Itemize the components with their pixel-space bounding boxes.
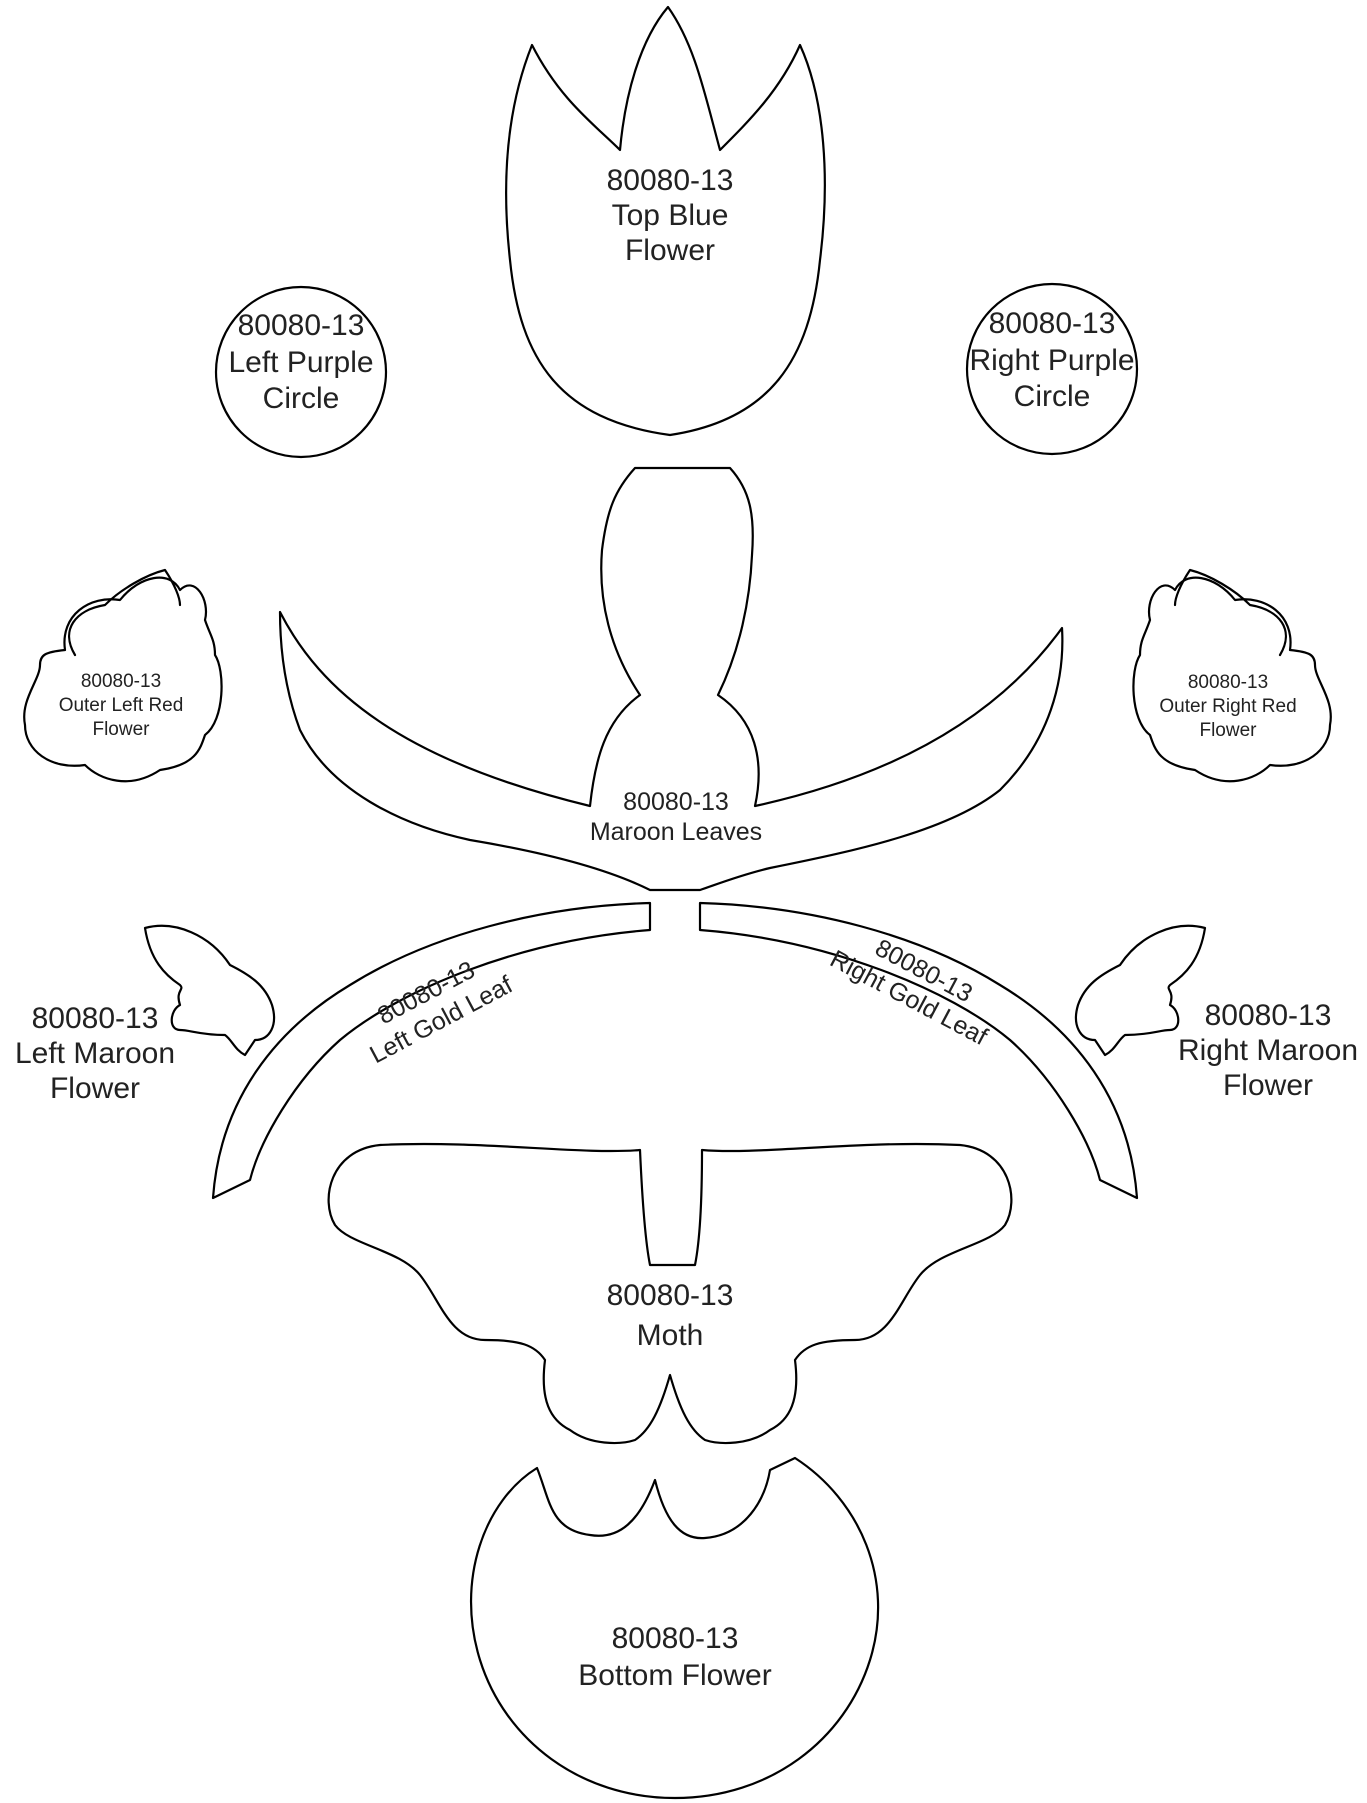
outer-left-red-flower[interactable]: 80080-13 Outer Left Red Flower	[23, 568, 223, 783]
top-blue-flower-code: 80080-13	[607, 164, 734, 197]
bottom-flower-code: 80080-13	[612, 1622, 739, 1655]
left-purple-circle-name: Left Purple	[228, 346, 373, 379]
right-purple-circle-outline	[965, 282, 1139, 456]
outer-right-red-flower-bump	[1173, 568, 1287, 657]
left-gold-leaf-outline	[211, 901, 652, 1200]
maroon-leaves-code: 80080-13	[623, 788, 729, 816]
left-maroon-flower-name: Left Maroon	[15, 1037, 175, 1070]
maroon-leaves[interactable]: 80080-13 Maroon Leaves	[278, 466, 1064, 892]
left-purple-circle-outline	[214, 285, 388, 459]
moth-code: 80080-13	[607, 1279, 734, 1312]
top-blue-flower-outline	[505, 5, 826, 437]
right-purple-circle-name: Right Purple	[969, 344, 1134, 377]
left-maroon-flower[interactable]: 80080-13 Left Maroon Flower	[15, 924, 276, 1105]
moth[interactable]: 80080-13 Moth	[327, 1142, 1013, 1445]
right-purple-circle[interactable]: 80080-13 Right Purple Circle	[965, 282, 1139, 456]
bottom-flower-name: Bottom Flower	[578, 1659, 771, 1692]
right-gold-leaf-outline	[698, 901, 1139, 1200]
maroon-leaves-outline	[278, 466, 1064, 892]
right-maroon-flower-name: Right Maroon	[1178, 1034, 1358, 1067]
left-purple-circle-code: 80080-13	[238, 309, 365, 342]
outer-right-red-flower[interactable]: 80080-13 Outer Right Red Flower	[1132, 568, 1332, 783]
moth-name: Moth	[637, 1319, 704, 1352]
outer-left-red-flower-bump	[68, 568, 182, 657]
left-purple-circle-suffix: Circle	[263, 382, 340, 415]
moth-outline	[327, 1142, 1013, 1445]
left-maroon-flower-outline	[143, 924, 276, 1057]
outer-right-red-flower-name: Outer Right Red	[1159, 696, 1296, 717]
right-purple-circle-code: 80080-13	[989, 307, 1116, 340]
maroon-leaves-name: Maroon Leaves	[590, 818, 762, 846]
outer-right-red-flower-code: 80080-13	[1188, 672, 1268, 693]
outer-left-red-flower-suffix: Flower	[92, 719, 150, 740]
right-maroon-flower-suffix: Flower	[1223, 1069, 1313, 1102]
outer-left-red-flower-code: 80080-13	[81, 671, 161, 692]
right-purple-circle-suffix: Circle	[1014, 380, 1091, 413]
right-maroon-flower-outline	[1074, 924, 1207, 1057]
bottom-flower-outline	[469, 1456, 880, 1800]
outer-left-red-flower-outline	[23, 576, 223, 783]
top-blue-flower-suffix: Flower	[625, 234, 715, 267]
top-blue-flower-name: Top Blue	[612, 199, 729, 232]
outer-left-red-flower-name: Outer Left Red	[59, 695, 184, 716]
right-maroon-flower[interactable]: 80080-13 Right Maroon Flower	[1074, 924, 1358, 1102]
outer-right-red-flower-suffix: Flower	[1199, 720, 1257, 741]
left-purple-circle[interactable]: 80080-13 Left Purple Circle	[214, 285, 388, 459]
bottom-flower[interactable]: 80080-13 Bottom Flower	[469, 1456, 880, 1800]
top-blue-flower[interactable]: 80080-13 Top Blue Flower	[505, 5, 826, 437]
right-maroon-flower-code: 80080-13	[1205, 999, 1332, 1032]
left-maroon-flower-code: 80080-13	[32, 1002, 159, 1035]
left-maroon-flower-suffix: Flower	[50, 1072, 140, 1105]
outer-right-red-flower-outline	[1132, 576, 1332, 783]
